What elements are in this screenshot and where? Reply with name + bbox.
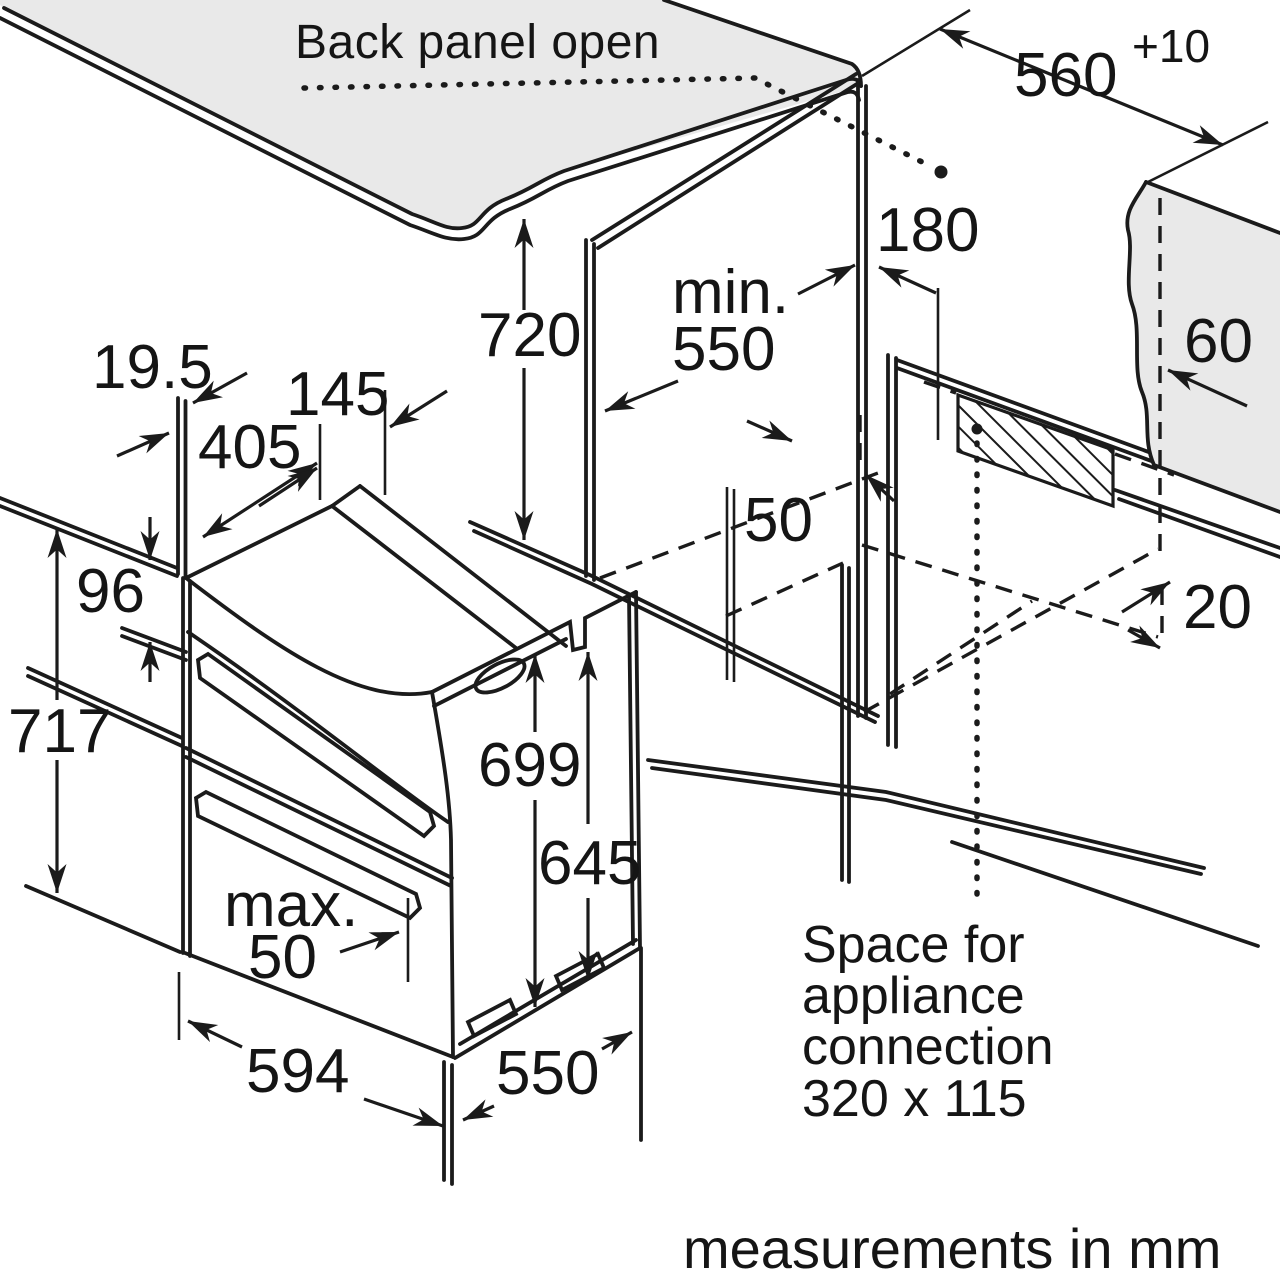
dim-bottom-rear-gap: 20 [1121, 573, 1252, 650]
back-panel-leader [301, 75, 948, 179]
dim-niche-width: 560 +10 [861, 8, 1269, 185]
hidden-edges [599, 468, 1159, 714]
dim-rear-gap-value: 50 [744, 486, 813, 555]
dim-niche-height-value: 720 [478, 301, 581, 370]
leader-end-dot [934, 165, 948, 179]
dim-side-clearance: 60 [1167, 307, 1253, 408]
dim-oven-lower-height-value: 645 [538, 829, 641, 898]
back-panel-note: Back panel open [295, 16, 660, 69]
dim-niche-width-tolerance: +10 [1132, 20, 1210, 72]
units-note: measurements in mm [683, 1217, 1221, 1280]
dim-oven-width-value: 594 [246, 1037, 349, 1106]
tall-cabinet [0, 72, 1260, 954]
dim-niche-height: 720 [478, 219, 581, 540]
dim-niche-width-value: 560 [1014, 41, 1117, 110]
dim-side-clearance-value: 60 [1184, 307, 1253, 376]
dim-handle-depth: max. 50 [224, 871, 410, 992]
left-worktop-surface [0, 0, 861, 229]
dim-oven-lower-height: 645 [538, 652, 641, 980]
dim-panel-thickness-value: 19.5 [92, 333, 213, 402]
dim-oven-height-value: 699 [478, 731, 581, 800]
rear-wall-surface [1127, 182, 1280, 512]
dim-top-rear-depth: 405 [198, 413, 318, 539]
dim-handle-depth-prefix: max. [224, 871, 358, 940]
dim-front-gap-value: 96 [76, 557, 145, 626]
dim-oven-depth-value: 550 [496, 1039, 599, 1108]
double-oven [181, 484, 642, 1060]
dim-min-depth-value: 550 [672, 315, 775, 384]
connection-note-line3: connection [802, 1018, 1054, 1076]
lower-drawer-handle [193, 789, 423, 921]
dim-total-height-value: 717 [8, 697, 111, 766]
side-grip-slot [473, 657, 527, 695]
connection-note-line4: 320 x 115 [802, 1070, 1027, 1128]
connection-hatched-area [956, 392, 1115, 509]
dim-oven-height: 699 [478, 654, 581, 1007]
connection-area [923, 380, 1175, 905]
dim-bottom-rear-gap-value: 20 [1183, 573, 1252, 642]
connection-note: Space for appliance connection 320 x 115 [802, 916, 1054, 1128]
rear-wall-panel [1125, 180, 1280, 560]
connection-note-line1: Space for [802, 916, 1025, 974]
dim-min-depth-prefix: min. [672, 258, 789, 327]
connection-dot [971, 423, 983, 435]
dim-top-front-depth-value: 145 [286, 360, 389, 429]
dim-min-depth: min. 550 [604, 258, 789, 413]
dim-oven-width: 594 [177, 972, 454, 1186]
dim-top-rear-depth-value: 405 [198, 413, 301, 482]
dim-panel-thickness: 19.5 [92, 333, 248, 579]
oven-foot [465, 997, 519, 1039]
dim-handle-depth-value: 50 [248, 923, 317, 992]
upper-drawer-handle [195, 651, 437, 839]
dim-front-gap: 96 [76, 517, 160, 682]
dim-oven-depth: 550 [462, 946, 643, 1142]
dim-hob-gap-value: 180 [876, 196, 979, 265]
dim-top-front-depth: 145 [258, 360, 448, 508]
dim-hob-gap: 180 [797, 196, 979, 440]
connection-note-line2: appliance [802, 967, 1025, 1025]
dim-total-height: 717 [8, 529, 111, 893]
dim-rear-gap: 50 [744, 415, 896, 555]
